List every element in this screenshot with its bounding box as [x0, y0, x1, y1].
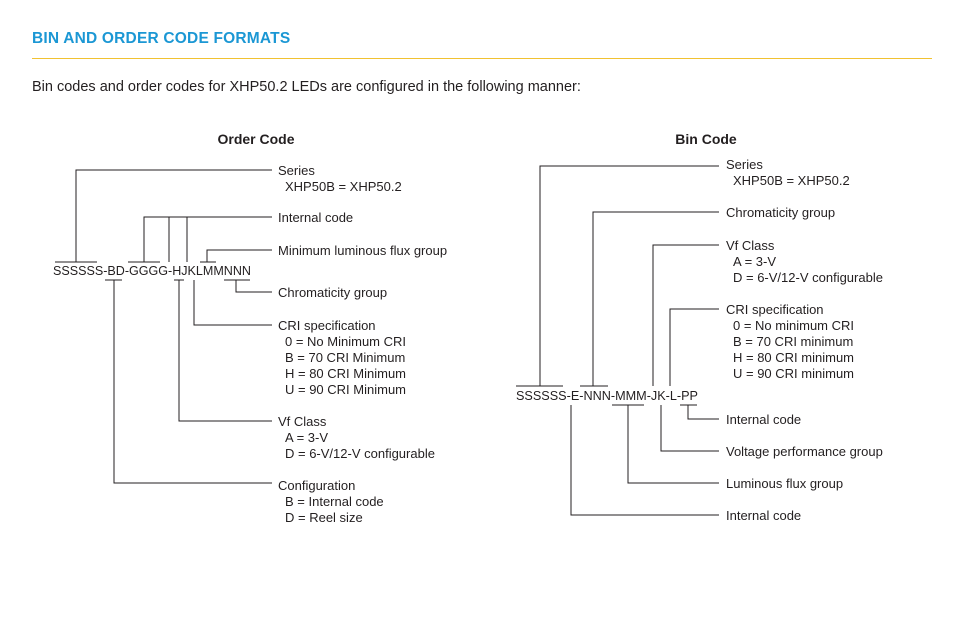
order-internal-label: Internal code	[278, 210, 353, 225]
bin-chroma-leader	[580, 211, 719, 387]
bin-internal-leader	[680, 404, 719, 420]
bin-flux-label: Luminous flux group	[726, 476, 843, 491]
bin-chroma-label: Chromaticity group	[726, 205, 835, 220]
bin-voltage-leader	[660, 405, 719, 452]
bin-cri-leader	[669, 308, 719, 386]
order-config-leader	[105, 279, 272, 484]
heading-rule	[32, 58, 932, 59]
bin-cri-opt1: B = 70 CRI minimum	[733, 334, 853, 349]
order-code-diagram: Order Code SSSSSS-BD-GGGG-HJKLMMNNN Seri…	[53, 131, 447, 525]
order-series-leader	[55, 169, 272, 263]
bin-vf-opt0: A = 3-V	[733, 254, 776, 269]
order-cri-opt3: U = 90 CRI Minimum	[285, 382, 406, 397]
order-vf-label: Vf Class	[278, 414, 327, 429]
order-internal-leader	[128, 216, 272, 263]
bin-series-leader	[516, 165, 719, 387]
order-cri-opt0: 0 = No Minimum CRI	[285, 334, 406, 349]
order-vf-opt1: D = 6-V/12-V configurable	[285, 446, 435, 461]
bin-cri-opt0: 0 = No minimum CRI	[733, 318, 854, 333]
order-vf-leader	[174, 279, 272, 422]
order-cri-opt1: B = 70 CRI Minimum	[285, 350, 405, 365]
bin-code-title: Bin Code	[675, 131, 737, 147]
bin-vf-opt1: D = 6-V/12-V configurable	[733, 270, 883, 285]
bin-series-label: Series	[726, 157, 763, 172]
order-code-string: SSSSSS-BD-GGGG-HJKLMMNNN	[53, 263, 251, 278]
bin-vf-label: Vf Class	[726, 238, 775, 253]
order-cri-opt2: H = 80 CRI Minimum	[285, 366, 406, 381]
bin-vf-leader	[652, 244, 719, 386]
bin-cri-label: CRI specification	[726, 302, 824, 317]
order-config-opt0: B = Internal code	[285, 494, 384, 509]
section-heading: BIN AND ORDER CODE FORMATS	[32, 30, 291, 47]
bin-internal2-leader	[570, 405, 719, 516]
order-flux-label: Minimum luminous flux group	[278, 243, 447, 258]
bin-flux-leader	[612, 404, 719, 484]
order-config-label: Configuration	[278, 478, 355, 493]
order-flux-leader	[200, 249, 272, 263]
intro-text: Bin codes and order codes for XHP50.2 LE…	[32, 79, 581, 95]
order-chroma-label: Chromaticity group	[278, 285, 387, 300]
order-cri-label: CRI specification	[278, 318, 376, 333]
bin-internal2-label: Internal code	[726, 508, 801, 523]
order-series-label: Series	[278, 163, 315, 178]
bin-code-string: SSSSSS-E-NNN-MMM-JK-L-PP	[516, 388, 698, 403]
bin-series-detail: XHP50B = XHP50.2	[733, 173, 850, 188]
bin-cri-opt2: H = 80 CRI minimum	[733, 350, 854, 365]
bin-internal-label: Internal code	[726, 412, 801, 427]
bin-cri-opt3: U = 90 CRI minimum	[733, 366, 854, 381]
order-chroma-leader	[224, 279, 272, 293]
order-vf-opt0: A = 3-V	[285, 430, 328, 445]
order-series-detail: XHP50B = XHP50.2	[285, 179, 402, 194]
bin-voltage-label: Voltage performance group	[726, 444, 883, 459]
bin-code-diagram: Bin Code SSSSSS-E-NNN-MMM-JK-L-PP Series…	[516, 131, 883, 523]
order-cri-leader	[193, 280, 272, 326]
order-config-opt1: D = Reel size	[285, 510, 363, 525]
order-code-title: Order Code	[217, 131, 294, 147]
